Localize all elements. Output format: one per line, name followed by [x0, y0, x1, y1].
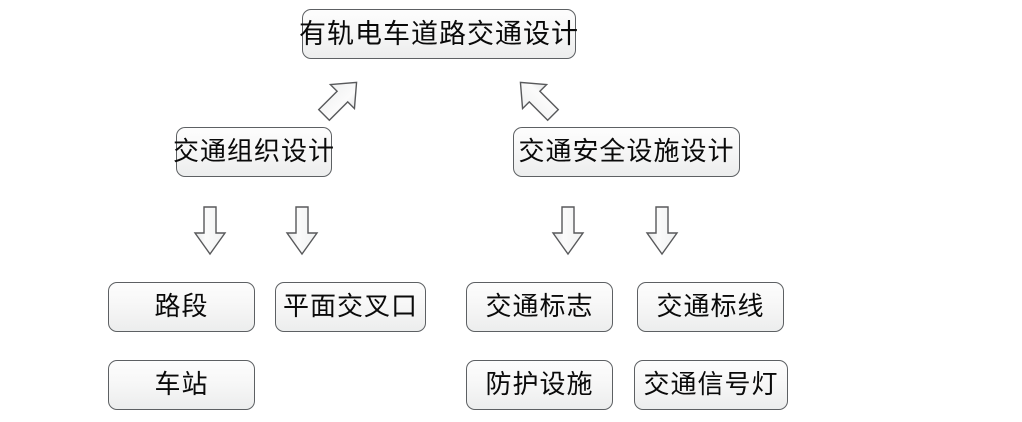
node-leaf-intersection-label: 平面交叉口 [282, 292, 418, 322]
node-leaf-road-section[interactable]: 路段 [108, 282, 255, 332]
node-branch-left[interactable]: 交通组织设计 [173, 127, 336, 177]
node-leaf-traffic-markings-label: 交通标线 [656, 292, 765, 322]
node-leaf-station[interactable]: 车站 [108, 360, 255, 410]
node-root-label: 有轨电车道路交通设计 [299, 18, 579, 50]
node-leaf-protective-facilities[interactable]: 防护设施 [466, 360, 613, 410]
node-leaf-protective-facilities-label: 防护设施 [485, 370, 594, 400]
arrow-right-to-leaf2 [645, 205, 679, 257]
node-leaf-traffic-signals[interactable]: 交通信号灯 [634, 360, 788, 410]
node-leaf-traffic-signs-label: 交通标志 [485, 292, 594, 322]
node-leaf-traffic-markings[interactable]: 交通标线 [637, 282, 784, 332]
node-branch-left-label: 交通组织设计 [173, 137, 336, 167]
arrow-root-to-left [313, 72, 369, 124]
node-leaf-intersection[interactable]: 平面交叉口 [275, 282, 426, 332]
node-leaf-road-section-label: 路段 [154, 292, 209, 322]
node-root[interactable]: 有轨电车道路交通设计 [299, 9, 579, 59]
arrow-left-to-leaf2 [285, 205, 319, 257]
arrow-left-to-leaf1 [193, 205, 227, 257]
node-leaf-traffic-signs[interactable]: 交通标志 [466, 282, 613, 332]
node-branch-right[interactable]: 交通安全设施设计 [513, 127, 740, 177]
arrow-right-to-leaf1 [551, 205, 585, 257]
node-branch-right-label: 交通安全设施设计 [518, 137, 735, 167]
node-leaf-station-label: 车站 [154, 370, 209, 400]
arrow-root-to-right [508, 72, 564, 124]
node-leaf-traffic-signals-label: 交通信号灯 [643, 370, 779, 400]
